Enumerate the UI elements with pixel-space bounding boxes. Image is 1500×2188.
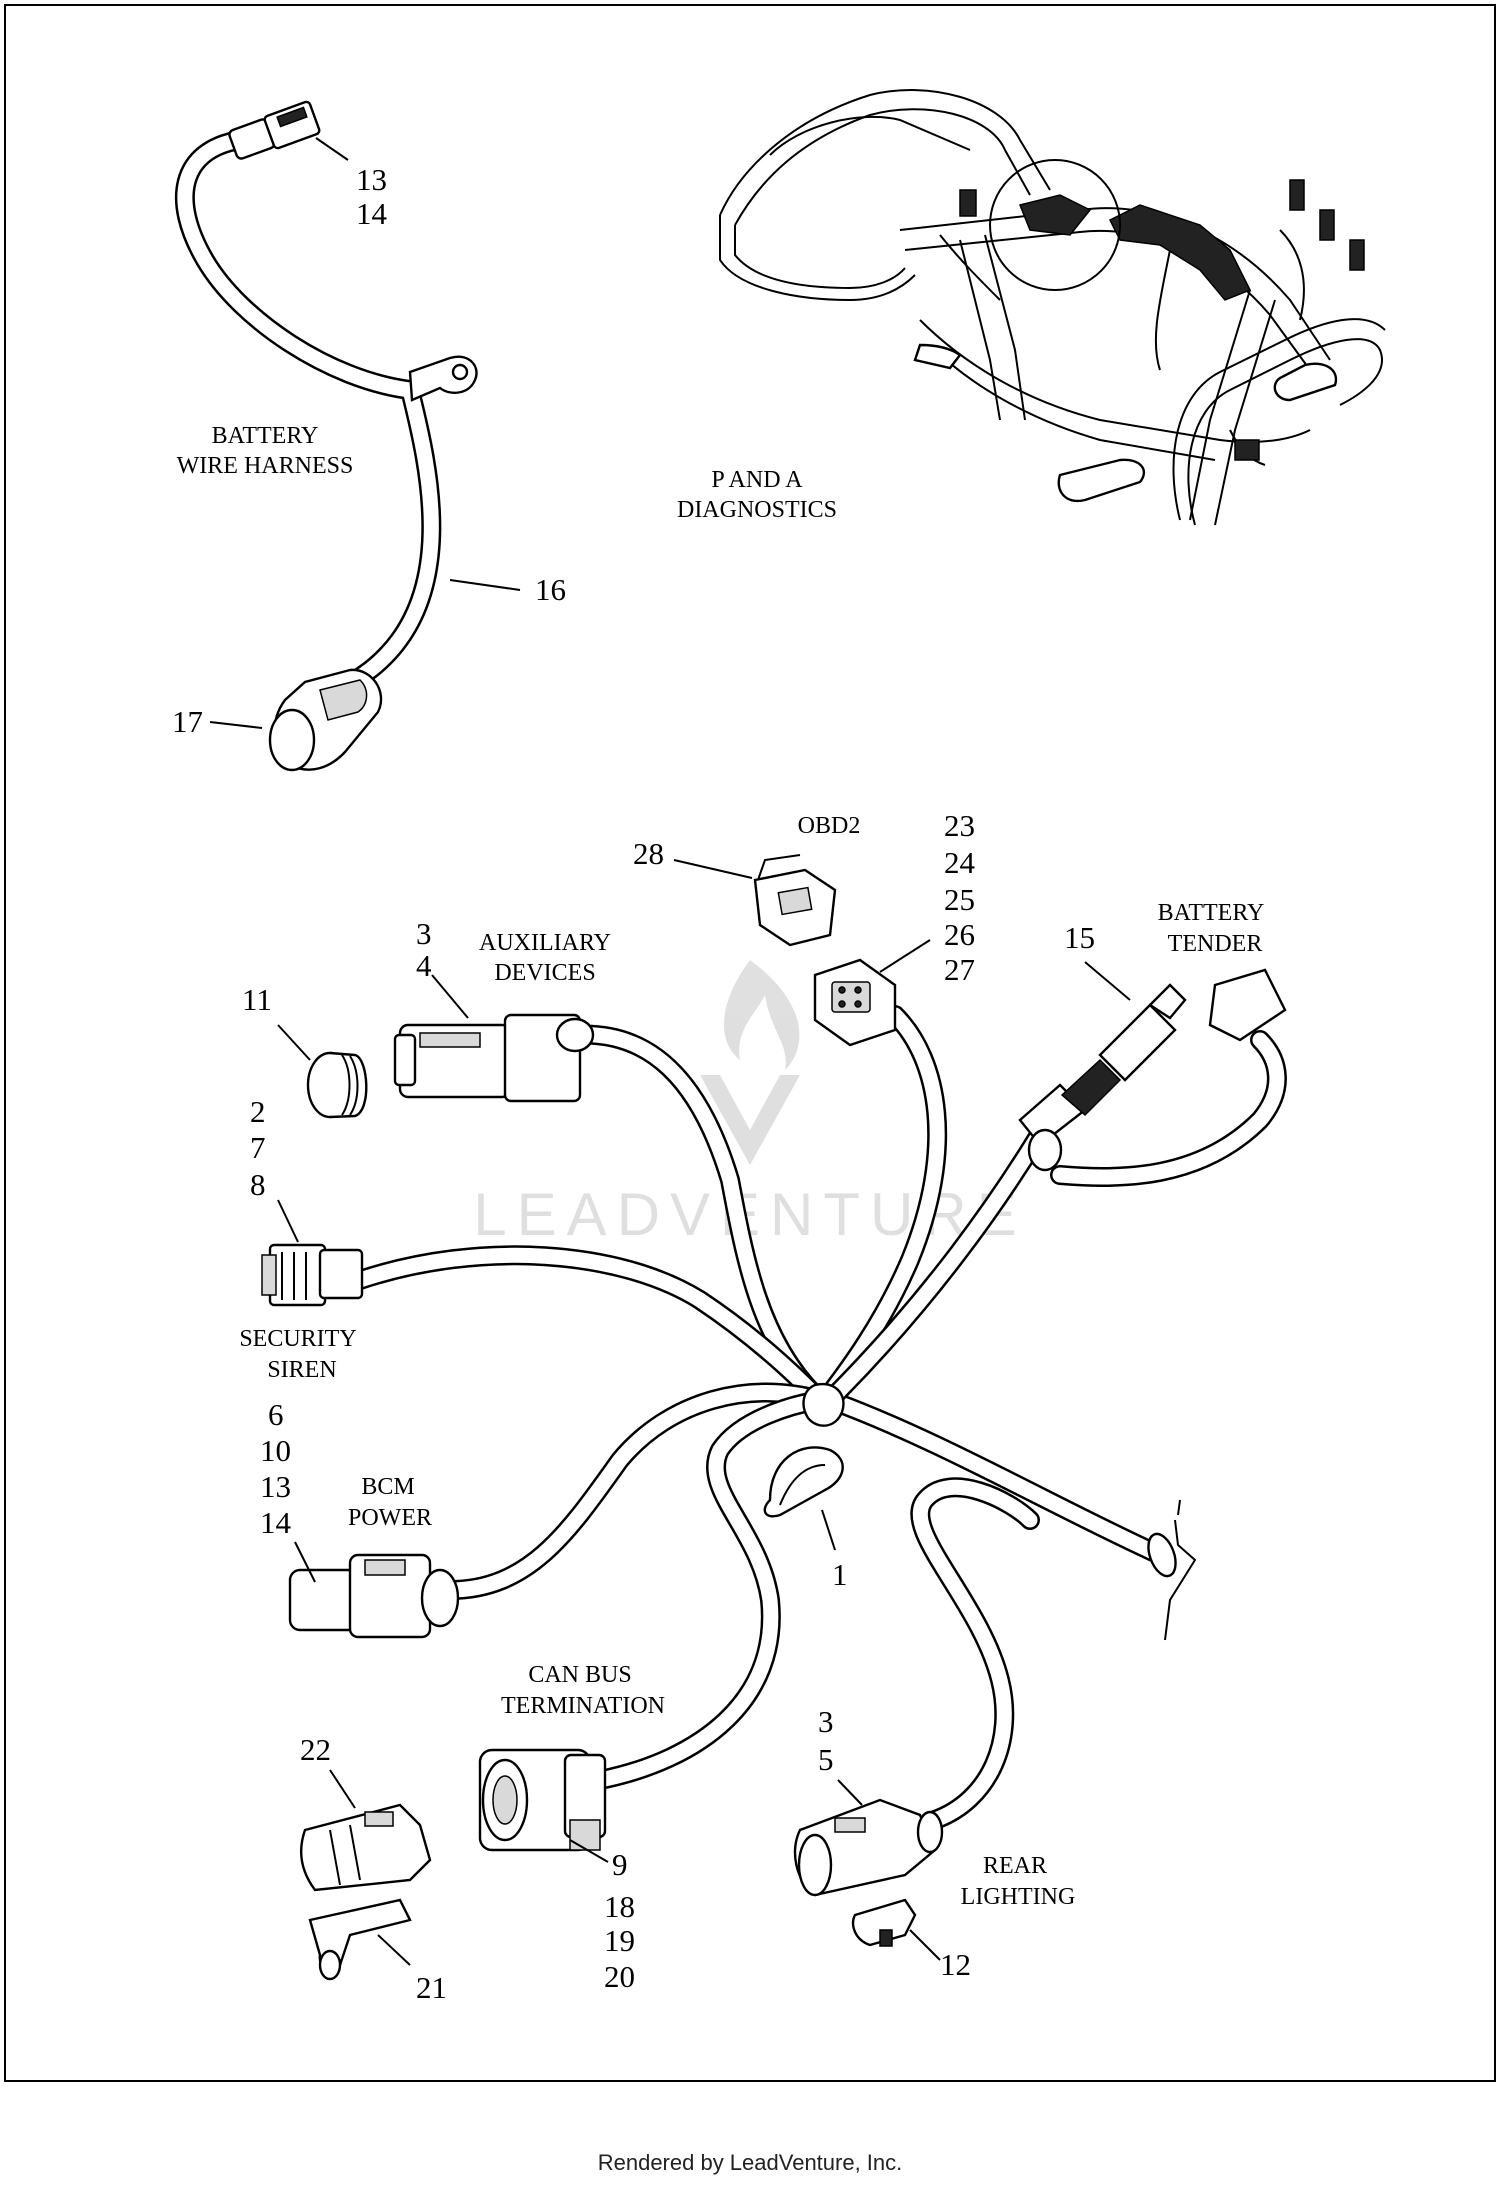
- obd2-cap: [753, 854, 837, 947]
- callout-can-connector-b: 18: [604, 1889, 635, 1924]
- callout-obd2-connector-d: 26: [944, 917, 975, 952]
- callout-can-connector-d: 20: [604, 1959, 635, 1994]
- rubber-plug: [306, 1051, 368, 1119]
- lock-clip: [308, 1898, 412, 1981]
- callout-can-connector-c: 19: [604, 1923, 635, 1958]
- watermark-v-icon: [700, 1075, 800, 1165]
- callout-battery-cable: 16: [535, 572, 566, 607]
- callout-obd2-connector-b: 24: [944, 845, 976, 880]
- motorcycle-frame-illustration: [719, 89, 1386, 526]
- callout-battery-connector-a: 13: [356, 162, 387, 197]
- callout-numbers: 13 14 16 17 28 23 24 25 26 27 3 4 11 2 7…: [172, 162, 1095, 2005]
- label-rear-lighting-line2: LIGHTING: [961, 1884, 1076, 1910]
- callout-obd2-cap: 28: [633, 836, 664, 871]
- label-battery-wire-harness-line1: BATTERY: [212, 423, 319, 449]
- label-p-and-a-diagnostics-line1: P AND A: [711, 467, 803, 493]
- security-siren-connector: [261, 1243, 364, 1307]
- battery-wire-harness: [174, 100, 478, 772]
- group-labels: BATTERY WIRE HARNESS P AND A DIAGNOSTICS…: [177, 423, 1265, 1910]
- diagram-frame: [4, 4, 1496, 2082]
- obd2-connector: [813, 958, 897, 1047]
- callout-lock-clip: 21: [416, 1970, 447, 2005]
- label-bcm-power-line2: POWER: [348, 1505, 432, 1531]
- footer-credit: Rendered by LeadVenture, Inc.: [597, 2150, 903, 2175]
- callout-obd2-connector-e: 27: [944, 952, 975, 987]
- callout-aux-connector-b: 4: [416, 948, 432, 983]
- label-rear-lighting-line1: REAR: [983, 1853, 1047, 1879]
- callout-siren-connector-c: 8: [250, 1167, 266, 1202]
- battery-connector: [228, 100, 321, 160]
- callout-bcm-connector-b: 10: [260, 1433, 291, 1468]
- callout-siren-connector-a: 2: [250, 1094, 266, 1129]
- battery-boot: [268, 668, 383, 772]
- battery-tender-connector: [1018, 968, 1287, 1187]
- bcm-power-connector: [288, 1553, 460, 1639]
- callout-rear-clip: 12: [940, 1947, 971, 1982]
- label-can-bus-termination-line2: TERMINATION: [501, 1693, 665, 1719]
- rear-lighting-connector: [793, 1798, 944, 1897]
- leader-lines: [209, 137, 1131, 1966]
- can-bus-connector: [478, 1748, 607, 1852]
- callout-siren-connector-b: 7: [250, 1130, 266, 1165]
- label-p-and-a-diagnostics-line2: DIAGNOSTICS: [677, 497, 837, 523]
- label-battery-wire-harness-line2: WIRE HARNESS: [177, 453, 354, 479]
- terminator-plug: [299, 1803, 432, 1892]
- callout-rear-connector-a: 3: [818, 1704, 834, 1739]
- label-security-siren-line2: SIREN: [267, 1357, 336, 1383]
- main-harness: [350, 1005, 1197, 1830]
- callout-bcm-connector-d: 14: [260, 1505, 292, 1540]
- label-battery-tender-line2: TENDER: [1168, 931, 1263, 957]
- label-auxiliary-devices-line1: AUXILIARY: [479, 930, 611, 956]
- callout-terminator: 22: [300, 1732, 331, 1767]
- callout-obd2-connector-c: 25: [944, 882, 975, 917]
- auxiliary-devices-connector: [393, 1013, 595, 1103]
- label-battery-tender-line1: BATTERY: [1158, 900, 1265, 926]
- label-bcm-power-line1: BCM: [361, 1474, 414, 1500]
- rear-clip: [851, 1898, 917, 1947]
- callout-battery-boot: 17: [172, 704, 203, 739]
- callout-plug: 11: [242, 982, 272, 1017]
- label-security-siren-line1: SECURITY: [239, 1326, 356, 1352]
- label-auxiliary-devices-line2: DEVICES: [494, 960, 595, 986]
- watermark-flame-icon: [723, 960, 800, 1070]
- cable-strap: [763, 1446, 844, 1518]
- callout-tender-connector: 15: [1064, 920, 1095, 955]
- callout-battery-connector-b: 14: [356, 196, 388, 231]
- ring-terminal: [408, 355, 478, 402]
- callout-obd2-connector-a: 23: [944, 808, 975, 843]
- label-obd2: OBD2: [798, 813, 861, 839]
- callout-bcm-connector-c: 13: [260, 1469, 291, 1504]
- callout-cable-strap: 1: [832, 1557, 848, 1592]
- callout-bcm-connector-a: 6: [268, 1397, 284, 1432]
- label-can-bus-termination-line1: CAN BUS: [528, 1662, 631, 1688]
- callout-aux-connector-a: 3: [416, 916, 432, 951]
- callout-rear-connector-b: 5: [818, 1742, 834, 1777]
- callout-can-connector-a: 9: [612, 1847, 628, 1882]
